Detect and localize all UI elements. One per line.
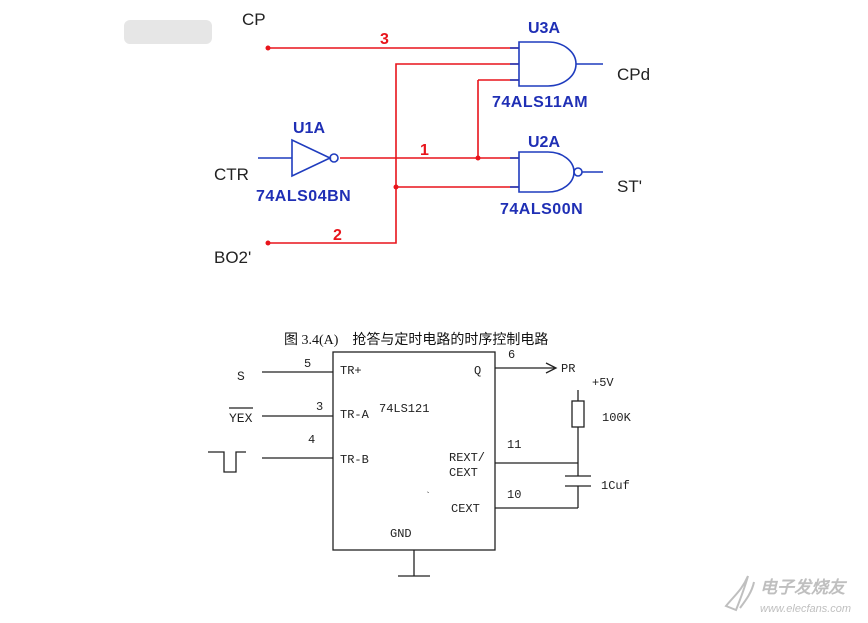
u2-part: 74ALS00N bbox=[500, 201, 583, 218]
pin-number-11: 11 bbox=[507, 438, 521, 452]
watermark-text: 电子发烧友 bbox=[760, 578, 848, 597]
junction-dots bbox=[265, 45, 481, 246]
pin-rext: REXT/ bbox=[449, 451, 485, 465]
pin-number-10: 10 bbox=[507, 488, 521, 502]
u2-ref: U2A bbox=[528, 134, 560, 151]
u3-ref: U3A bbox=[528, 20, 560, 37]
net-number-1: 1 bbox=[420, 142, 429, 159]
vcc-label: +5V bbox=[592, 376, 614, 390]
watermark-url: www.elecfans.com bbox=[760, 603, 851, 615]
signal-pr: PR bbox=[561, 362, 575, 376]
cp-label: CP bbox=[242, 10, 266, 29]
inverter-u1 bbox=[291, 138, 339, 178]
junction-1 bbox=[475, 155, 481, 161]
pin-tr-plus: TR+ bbox=[340, 364, 362, 378]
pin-number-3: 3 bbox=[316, 400, 323, 414]
pin-tr-b: TR-B bbox=[340, 453, 369, 467]
watermark: 电子发烧友 www.elecfans.com bbox=[724, 575, 851, 615]
pin-tr-a: TR-A bbox=[340, 408, 370, 422]
pin-number-6: 6 bbox=[508, 348, 515, 362]
junction-2 bbox=[393, 184, 399, 190]
pin-bo2 bbox=[265, 240, 271, 246]
resistor-100k bbox=[571, 400, 585, 428]
capacitor-label: 1Cuf bbox=[601, 479, 630, 493]
pr-arrow bbox=[545, 362, 558, 374]
pin-number-5: 5 bbox=[304, 357, 311, 371]
circuit-a: CP CTR BO2' CPd ST' 3 1 2 U1A 74ALS04BN … bbox=[214, 10, 650, 267]
net-number-2: 2 bbox=[333, 227, 342, 244]
chip-name: 74LS121 bbox=[379, 402, 429, 416]
pin-gnd: GND bbox=[390, 527, 412, 541]
wire-bo2 bbox=[268, 63, 519, 244]
ctr-label: CTR bbox=[214, 165, 249, 184]
pin-q: Q bbox=[474, 364, 481, 378]
u1-ref: U1A bbox=[293, 120, 325, 137]
figure-caption: 图 3.4(A) 抢答与定时电路的时序控制电路 bbox=[284, 331, 548, 348]
st-label: ST' bbox=[617, 177, 642, 196]
nand-gate-u2 bbox=[510, 151, 583, 193]
pulse-symbol bbox=[208, 451, 246, 473]
stray-mark: ` bbox=[425, 490, 431, 503]
resistor-label: 100K bbox=[602, 411, 632, 425]
net-number-3: 3 bbox=[380, 31, 389, 48]
u1-part: 74ALS04BN bbox=[256, 188, 351, 205]
blue-wires bbox=[258, 63, 603, 173]
circuit-b: 5 3 4 6 11 10 S YEX PR TR+ TR-A TR-B Q 7… bbox=[208, 348, 632, 577]
circuit-b-lines bbox=[208, 351, 591, 577]
watermark-logo-icon bbox=[724, 575, 755, 612]
pin-number-4: 4 bbox=[308, 433, 315, 447]
pin-cp bbox=[265, 45, 271, 51]
blurred-label bbox=[124, 20, 212, 44]
and-gate-u3 bbox=[510, 41, 577, 87]
signal-s: S bbox=[237, 369, 245, 384]
u3-part: 74ALS11AM bbox=[492, 94, 588, 111]
red-wires bbox=[268, 47, 519, 244]
pin-cext-2: CEXT bbox=[451, 502, 480, 516]
bo2-label: BO2' bbox=[214, 248, 251, 267]
pin-cext-1: CEXT bbox=[449, 466, 478, 480]
signal-yex: YEX bbox=[229, 411, 253, 426]
cpd-label: CPd bbox=[617, 65, 650, 84]
